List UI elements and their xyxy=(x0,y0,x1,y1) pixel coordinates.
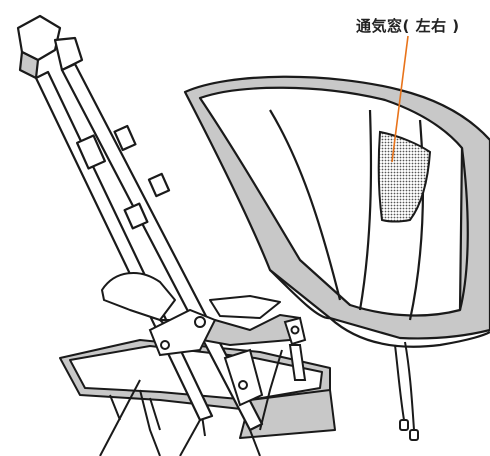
hinge-joints xyxy=(99,308,307,456)
canopy-straps xyxy=(394,341,419,441)
callout-leader-line xyxy=(391,35,409,163)
ventilation-window xyxy=(377,130,432,223)
ventilation-window-label: 通気窓( 左右 ) xyxy=(356,17,460,35)
